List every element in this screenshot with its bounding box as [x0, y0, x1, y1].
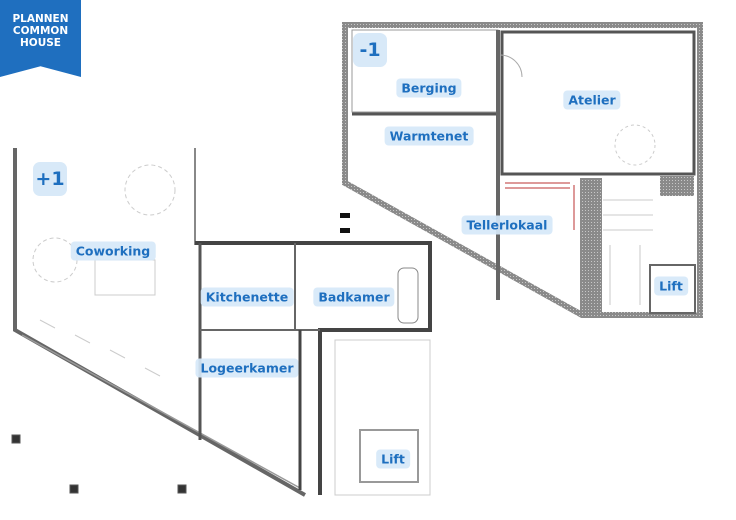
- banner-line: COMMON: [12, 25, 69, 37]
- room-label-berging: Berging: [396, 78, 462, 98]
- room-label-warmtenet: Warmtenet: [384, 126, 474, 146]
- plan-level-minus1: [342, 22, 703, 318]
- level-badge-plus1: +1: [33, 162, 67, 196]
- plannen-common-house-banner: PLANNEN COMMON HOUSE: [0, 0, 81, 77]
- room-label-lift-plus1: Lift: [376, 449, 410, 469]
- room-label-lift-minus1: Lift: [654, 276, 688, 296]
- banner-line: PLANNEN: [12, 13, 69, 25]
- banner-line: HOUSE: [20, 37, 61, 49]
- level-badge-minus1: -1: [353, 33, 387, 67]
- room-label-atelier: Atelier: [563, 90, 621, 110]
- room-label-coworking: Coworking: [70, 241, 156, 261]
- plan-level-plus1: [11, 148, 432, 497]
- room-label-tellerlokaal: Tellerlokaal: [461, 215, 553, 235]
- room-label-kitchenette: Kitchenette: [200, 287, 294, 307]
- room-label-badkamer: Badkamer: [313, 287, 395, 307]
- room-label-logeerkamer: Logeerkamer: [195, 358, 299, 378]
